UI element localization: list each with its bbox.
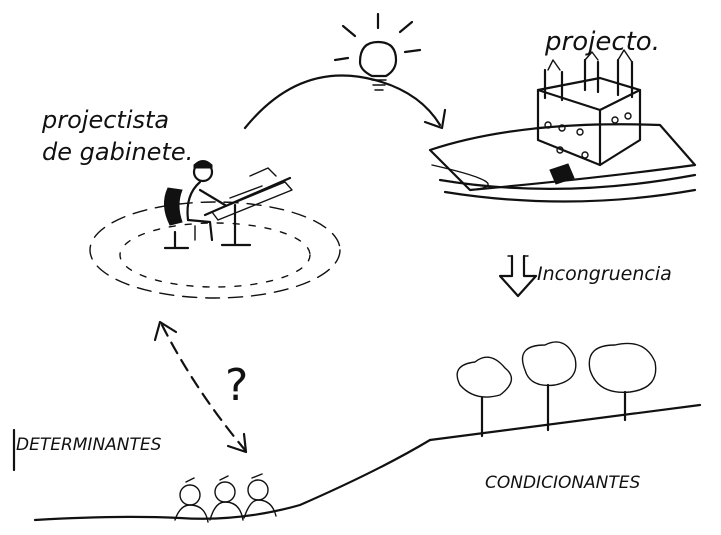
designer-cloud-inner: [119, 222, 311, 288]
down-arrow-icon: [498, 254, 538, 298]
project-label: projecto.: [544, 27, 660, 57]
ground-line: [12, 428, 432, 522]
lightbulb-icon: [333, 12, 422, 91]
tree-icon: [588, 342, 657, 422]
drafting-table-icon: [203, 167, 293, 247]
trees-group: [428, 341, 702, 442]
dashed-double-arrow-icon: [153, 320, 248, 454]
people-group-icon: [174, 473, 277, 523]
designer-label-line1: projectista: [41, 106, 169, 134]
designer-person-icon: [163, 160, 227, 250]
conditions-label: CONDICIONANTES: [485, 473, 641, 493]
tree-icon: [521, 341, 577, 432]
incongruence-label: Incongruencia: [537, 263, 672, 285]
question-mark: ?: [225, 360, 248, 411]
project-model-icon: [428, 49, 697, 203]
tree-icon: [456, 356, 513, 438]
curved-arrow-icon: [243, 74, 447, 130]
determinants-label: DETERMINANTES: [16, 435, 162, 455]
designer-cloud: [89, 201, 341, 299]
designer-group: [89, 160, 341, 299]
designer-label-line2: de gabinete.: [42, 138, 193, 166]
